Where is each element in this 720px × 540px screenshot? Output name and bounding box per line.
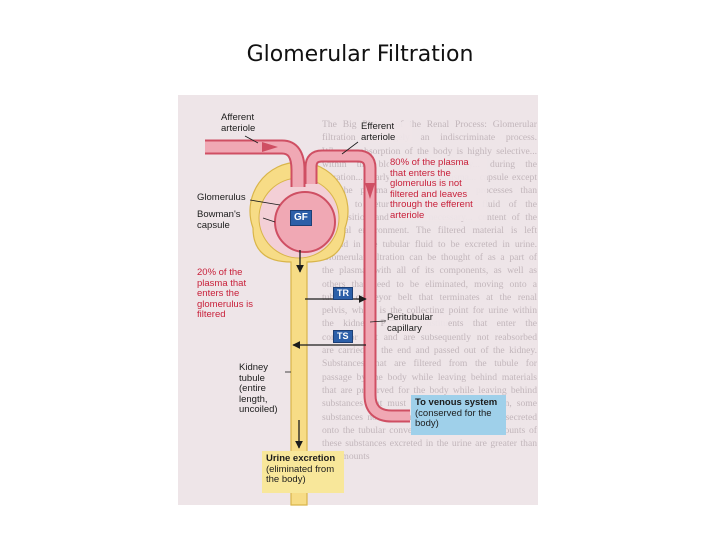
- slide-title: Glomerular Filtration: [246, 42, 474, 67]
- flow-arrow-afferent: [262, 142, 278, 152]
- urine-excretion-box: Urine excretion (eliminated from the bod…: [262, 451, 344, 493]
- tr-badge: TR: [333, 287, 353, 300]
- afferent-arteriole-label: Afferent arteriole: [221, 112, 256, 134]
- venous-system-title: To venous system: [415, 397, 498, 408]
- not-filtered-note: 80% of the plasma that enters the glomer…: [389, 157, 487, 221]
- leader-afferent: [244, 135, 259, 144]
- glomerulus-label: Glomerulus: [197, 192, 246, 203]
- filtered-note: 20% of the plasma that enters the glomer…: [197, 267, 253, 320]
- efferent-arteriole-label: Efferent arteriole: [360, 121, 412, 143]
- leader-efferent: [341, 141, 359, 155]
- flow-arrow-efferent: [365, 183, 375, 199]
- venous-system-box: To venous system (conserved for the body…: [411, 395, 506, 435]
- bowmans-capsule-label: Bowman's capsule: [197, 209, 241, 231]
- leader-glomerulus: [249, 199, 281, 206]
- kidney-tubule-label: Kidney tubule (entire length, uncoiled): [239, 362, 278, 415]
- leader-bowmans: [262, 217, 276, 223]
- urine-excretion-sub: (eliminated from the body): [266, 463, 335, 485]
- venous-system-sub: (conserved for the body): [415, 407, 492, 429]
- peritubular-capillary-label: Peritubular capillary: [386, 312, 448, 334]
- urine-excretion-title: Urine excretion: [266, 453, 336, 464]
- ts-badge: TS: [333, 330, 353, 343]
- gf-badge: GF: [290, 210, 312, 226]
